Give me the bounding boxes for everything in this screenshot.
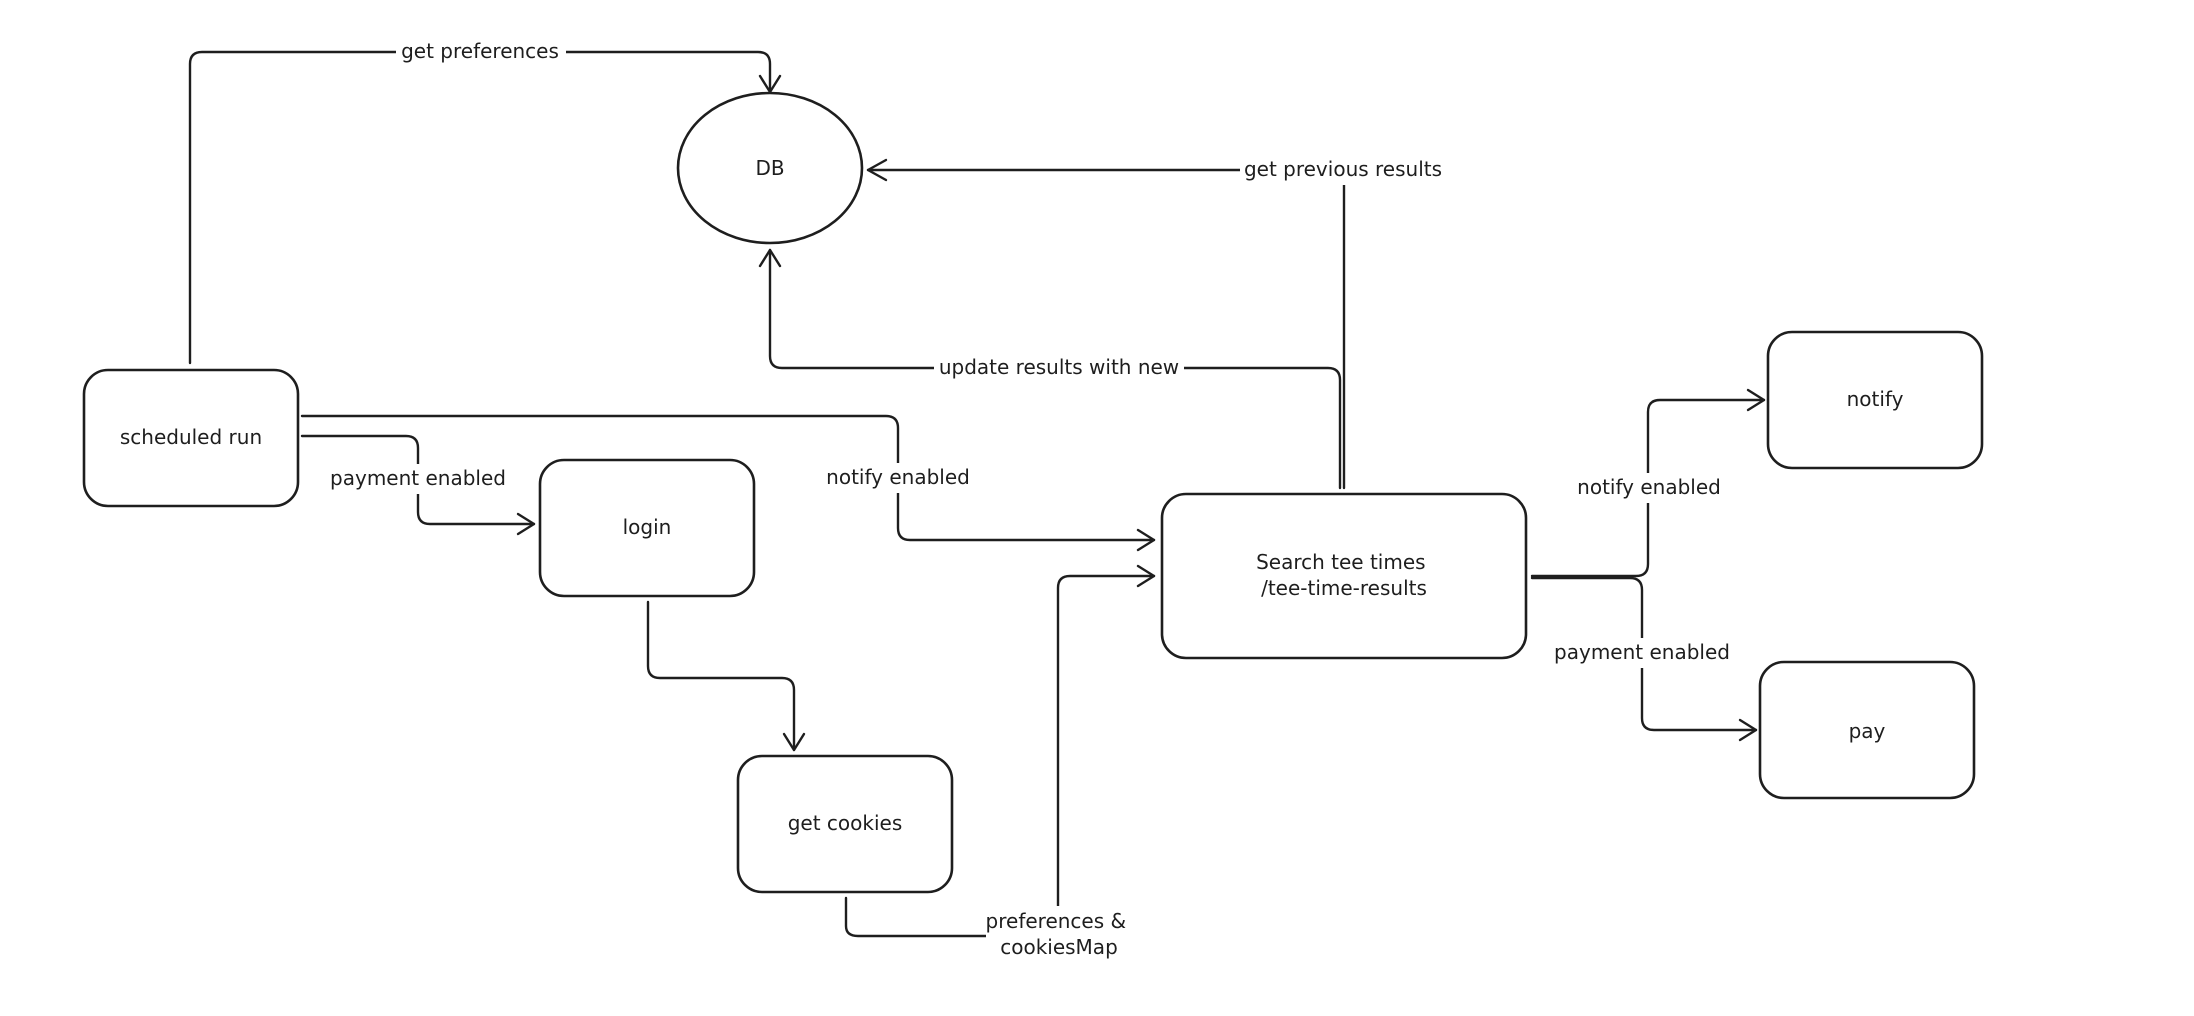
- edge-notify-enabled-search: notify enabled: [300, 414, 1156, 552]
- node-db: DB: [676, 91, 864, 245]
- edge-label-get-preferences: get preferences: [401, 39, 559, 63]
- edge-label-preferences-line2: cookiesMap: [1000, 935, 1118, 959]
- edge-update-results: update results with new: [758, 248, 1342, 490]
- node-get-cookies-label: get cookies: [788, 811, 903, 835]
- node-notify-label: notify: [1847, 387, 1904, 411]
- edge-get-preferences: get preferences: [188, 38, 782, 365]
- edge-label-notify-enabled-search: notify enabled: [826, 465, 970, 489]
- node-login: login: [538, 458, 756, 598]
- edge-label-update-results: update results with new: [939, 355, 1179, 379]
- edge-label-preferences-cookies: preferences & cookiesMap: [986, 909, 1133, 959]
- node-notify: notify: [1766, 330, 1984, 470]
- edge-notify-enabled-out: notify enabled: [1530, 388, 1766, 578]
- node-search-label: Search tee times /tee-time-results: [1256, 550, 1432, 600]
- edge-label-get-previous-results: get previous results: [1244, 157, 1442, 181]
- node-db-label: DB: [755, 156, 784, 180]
- node-scheduled-run-label: scheduled run: [120, 425, 262, 449]
- node-scheduled-run: scheduled run: [82, 368, 300, 508]
- edge-label-payment-enabled-login: payment enabled: [330, 466, 506, 490]
- node-search: Search tee times /tee-time-results: [1160, 492, 1528, 660]
- edge-label-payment-enabled-out: payment enabled: [1554, 640, 1730, 664]
- node-get-cookies: get cookies: [736, 754, 954, 894]
- node-search-line2: /tee-time-results: [1261, 576, 1427, 600]
- edge-label-preferences-line1: preferences &: [986, 909, 1127, 933]
- edge-login-to-get-cookies: [646, 600, 806, 752]
- edge-preferences-cookies: preferences & cookiesMap: [844, 564, 1156, 964]
- node-pay: pay: [1758, 660, 1976, 800]
- edge-get-previous-results: get previous results: [866, 155, 1446, 490]
- edge-payment-enabled-login: payment enabled: [300, 434, 536, 536]
- node-search-line1: Search tee times: [1256, 550, 1425, 574]
- edge-label-notify-enabled-out: notify enabled: [1577, 475, 1721, 499]
- node-login-label: login: [623, 515, 672, 539]
- node-pay-label: pay: [1849, 719, 1886, 743]
- edge-payment-enabled-out: payment enabled: [1530, 576, 1758, 742]
